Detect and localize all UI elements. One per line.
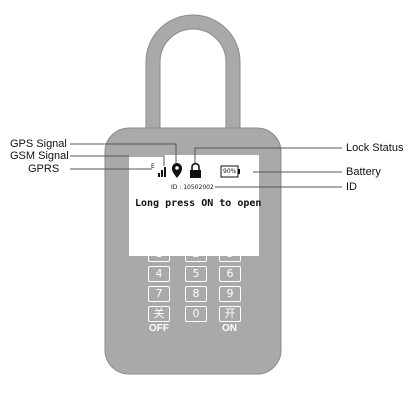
gsm-leader [70, 155, 165, 166]
gps-signal-label: GPS Signal [10, 138, 67, 150]
right-leader-lines [194, 147, 342, 188]
gsm-signal-label: GSM Signal [10, 150, 69, 162]
key-6[interactable]: 6 [219, 266, 241, 282]
off-caption: OFF [149, 323, 169, 334]
key-9[interactable]: 9 [219, 286, 241, 302]
key-off[interactable]: 关 [148, 306, 170, 322]
battery-label: Battery [346, 166, 381, 178]
lock-status-leader [194, 147, 342, 165]
on-caption: ON [222, 323, 237, 334]
network-type-indicator: E [151, 163, 155, 170]
gps-leader [70, 143, 177, 164]
key-1[interactable]: 1 [148, 246, 170, 262]
unlock-prompt: Long press ON to open [135, 198, 262, 209]
signal-icon [158, 167, 166, 177]
key-5[interactable]: 5 [185, 266, 207, 282]
id-label: ID [346, 181, 357, 193]
shackle [145, 14, 241, 131]
location-pin-icon [172, 163, 182, 178]
left-leader-lines [70, 143, 177, 170]
lock-status-label: Lock Status [346, 142, 404, 154]
key-0[interactable]: 0 [185, 306, 207, 322]
key-on[interactable]: 开 [219, 306, 241, 322]
key-8[interactable]: 8 [185, 286, 207, 302]
padlock-icon [190, 162, 201, 178]
gprs-label: GPRS [28, 163, 60, 175]
device-id-text: ID : 10502002 [171, 184, 214, 191]
key-3[interactable]: 3 [219, 246, 241, 262]
key-2[interactable]: 2 [185, 246, 207, 262]
battery-level-text: 90% [223, 168, 237, 175]
battery-icon [220, 165, 240, 178]
key-4[interactable]: 4 [148, 266, 170, 282]
key-7[interactable]: 7 [148, 286, 170, 302]
